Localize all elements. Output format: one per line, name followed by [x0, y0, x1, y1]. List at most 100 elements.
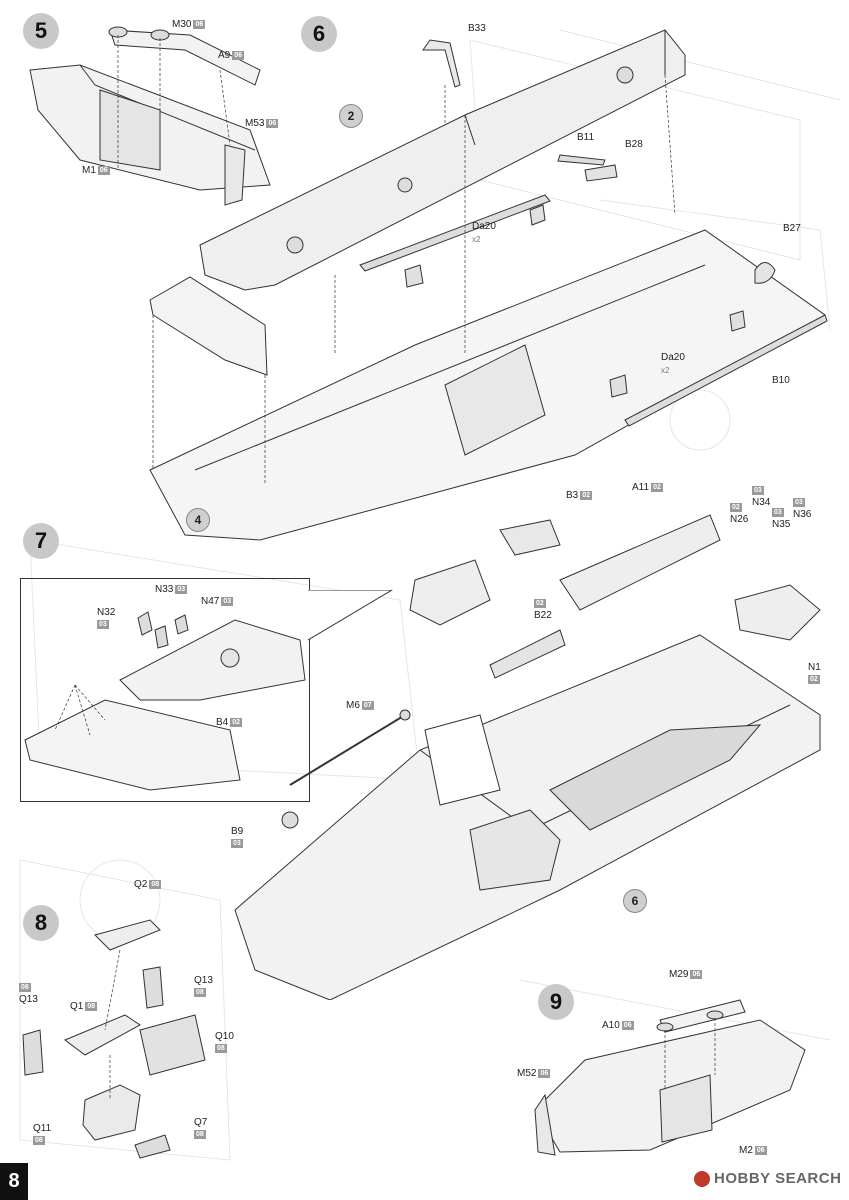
part-code: Q2 [134, 879, 148, 890]
part-code: N34 [752, 497, 771, 508]
part-code: Q13 [19, 994, 38, 1005]
step6-drawing [149, 29, 828, 541]
sprue-badge: 03 [97, 620, 109, 629]
part-code: B33 [468, 23, 486, 34]
part-code: A10 [602, 1020, 620, 1031]
sprue-badge: 06 [193, 20, 206, 29]
sprue-badge: 08 [149, 880, 162, 889]
part-code: Da20 [661, 352, 685, 363]
part-code: B3 [566, 490, 579, 501]
sprue-badge: 07 [361, 701, 374, 710]
sprue-badge: 06 [538, 1069, 551, 1078]
part-label-B27: B27 [783, 223, 801, 234]
sprue-badge: 03 [175, 585, 188, 594]
sprue-badge: 02 [651, 483, 663, 492]
sprue-badge: 08 [85, 1002, 98, 1011]
sprue-badge: 03 [221, 597, 234, 606]
sprue-badge: 03 [752, 486, 764, 495]
part-label-B33: B33 [468, 23, 486, 34]
sprue-badge: 08 [215, 1044, 227, 1053]
sprue-badge: 06 [232, 51, 245, 60]
sprue-badge: 03 [793, 498, 805, 507]
part-label-Da20-lower: Da20 x2 [661, 352, 685, 376]
step-number-5: 5 [23, 13, 59, 49]
part-code: B4 [216, 717, 229, 728]
part-code: B22 [534, 610, 552, 621]
part-code: M1 [82, 165, 96, 176]
part-code: B11 [577, 132, 595, 143]
sprue-badge: 02 [808, 675, 820, 684]
part-label-B10: B10 [772, 375, 790, 386]
sprue-badge: 02 [580, 491, 593, 500]
part-code: M2 [739, 1145, 753, 1156]
part-code: M6 [346, 700, 360, 711]
watermark-logo-icon [694, 1170, 710, 1187]
part-code: N36 [793, 509, 812, 520]
part-code: Q7 [194, 1117, 208, 1128]
sprue-badge: 06 [754, 1146, 767, 1155]
part-code: M52 [517, 1068, 537, 1079]
part-code: A11 [632, 482, 650, 493]
sprue-badge: 06 [266, 119, 279, 128]
step7-detail-frame [20, 578, 310, 802]
watermark: HOBBY SEARCH [694, 1170, 841, 1187]
step9-drawing [534, 999, 806, 1156]
part-code: Q13 [194, 975, 213, 986]
part-code: N33 [155, 584, 174, 595]
part-code: B28 [625, 139, 643, 150]
part-code: Da20 [472, 221, 496, 232]
callout-4: 4 [186, 508, 210, 532]
part-label-B11: B11 [577, 132, 594, 143]
part-code: M53 [245, 118, 265, 129]
step-number-9: 9 [538, 984, 574, 1020]
part-code: M30 [172, 19, 192, 30]
sprue-badge: 08 [194, 988, 206, 997]
page-number: 8 [0, 1163, 28, 1200]
part-code: N47 [201, 596, 220, 607]
part-code: N35 [772, 519, 791, 530]
sprue-badge: 06 [621, 1021, 634, 1030]
sprue-badge: 08 [33, 1136, 45, 1145]
sprue-badge: 06 [97, 166, 110, 175]
sprue-badge: 06 [690, 970, 703, 979]
step-number-7: 7 [23, 523, 59, 559]
quantity: x2 [661, 366, 670, 375]
sprue-badge: 02 [230, 718, 243, 727]
sprue-badge: 03 [231, 839, 243, 848]
sprue-badge: 03 [772, 508, 784, 517]
sprue-badge: 08 [19, 983, 31, 992]
part-code: N26 [730, 514, 749, 525]
part-code: M29 [669, 969, 689, 980]
step7-drawing [24, 590, 393, 791]
part-code: N1 [808, 662, 821, 673]
lower-hull-drawing [234, 514, 821, 1000]
part-code: Q10 [215, 1031, 234, 1042]
step5-drawing [29, 26, 271, 206]
sprue-badge: 08 [194, 1130, 206, 1139]
part-label-B28: B28 [625, 139, 643, 150]
callout-2: 2 [339, 104, 363, 128]
part-code: Q11 [33, 1123, 52, 1134]
